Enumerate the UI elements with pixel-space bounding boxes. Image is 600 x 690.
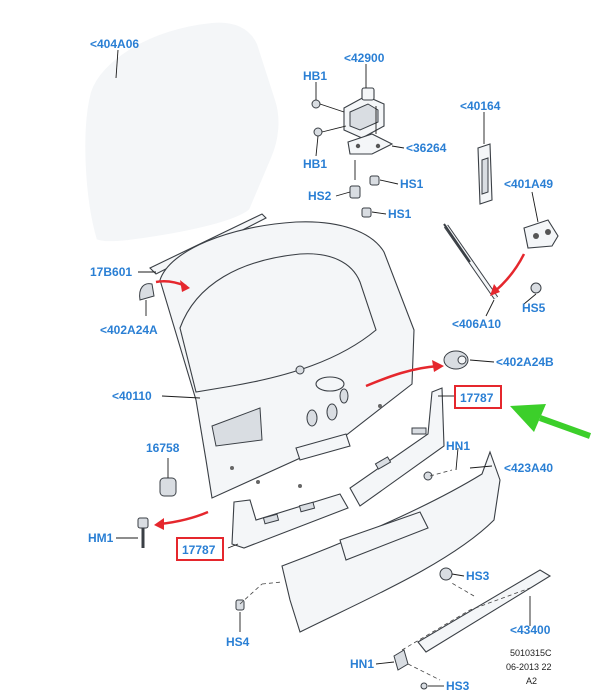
label-17787-right: 17787: [460, 391, 494, 405]
label-hs3-upper: HS3: [466, 569, 490, 583]
trim-panel-right: [349, 387, 445, 507]
weatherstrip-seal: [83, 20, 281, 244]
label-404A06: <404A06: [90, 37, 139, 51]
fastener-hn1-lower: [393, 649, 409, 671]
leader-lines: [115, 49, 539, 687]
drawing-stamp: 5010315C 06-2013 22 A2: [506, 648, 552, 686]
label-hs1-lower: HS1: [388, 207, 412, 221]
label-43400: <43400: [510, 623, 551, 637]
label-hm1: HM1: [88, 531, 114, 545]
fastener-hs2: [349, 160, 361, 199]
red-arrow-strut: [493, 253, 526, 293]
stamp-date: 06-2013 22: [506, 662, 552, 672]
highlight-box-17787-right: [454, 385, 502, 409]
outer-spoiler-panel: [281, 450, 501, 633]
fastener-hs1-lower: [361, 207, 372, 218]
label-17B601: 17B601: [90, 265, 132, 279]
label-hs3-lower: HS3: [446, 679, 470, 690]
screw-hm1: [137, 517, 149, 548]
ball-stud-bracket: [523, 219, 559, 249]
label-16758: 16758: [146, 441, 180, 455]
label-402A24A: <402A24A: [100, 323, 158, 337]
red-arrowheads: [154, 280, 500, 530]
label-401A49: <401A49: [504, 177, 553, 191]
label-36264: <36264: [406, 141, 447, 155]
lower-applique: [417, 569, 552, 653]
callout-labels: <404A06 <42900 HB1 HB1 <36264 HS2 HS1 HS…: [88, 37, 554, 690]
highlight-box-17787-left: [176, 537, 224, 561]
label-hs4: HS4: [226, 635, 250, 649]
label-40164: <40164: [460, 99, 501, 113]
gas-strut-bracket: [477, 143, 493, 205]
label-hs1-upper: HS1: [400, 177, 424, 191]
label-406A10: <406A10: [452, 317, 501, 331]
label-hs2: HS2: [308, 189, 332, 203]
stamp-code: 5010315C: [510, 648, 552, 658]
stamp-sheet: A2: [526, 676, 537, 686]
trim-panel-left: [231, 493, 349, 549]
liftgate-panel: [159, 221, 415, 499]
gas-strut: [443, 223, 499, 300]
label-423A40: <423A40: [504, 461, 553, 475]
label-hb1-upper: HB1: [303, 69, 327, 83]
buffer-16758: [159, 477, 177, 497]
label-hb1-lower: HB1: [303, 157, 327, 171]
label-17787-left: 17787: [182, 543, 216, 557]
fastener-hs3-lower: [420, 682, 428, 690]
red-arrow-hm1: [159, 510, 209, 526]
bump-stop-a: [139, 283, 155, 301]
label-40110: <40110: [112, 389, 152, 403]
label-42900: <42900: [344, 51, 385, 65]
bump-stop-b: [443, 350, 469, 370]
label-hs5: HS5: [522, 301, 546, 315]
fastener-hs1-upper: [369, 175, 380, 186]
fastener-hs5: [530, 282, 542, 294]
assembly-lines: [239, 469, 531, 681]
label-hn1-upper: HN1: [446, 439, 470, 453]
label-402A24B: <402A24B: [496, 355, 554, 369]
red-arrow-bumpstop: [365, 364, 439, 388]
fastener-hn1-upper: [423, 471, 433, 481]
fastener-hs3-upper: [439, 567, 453, 581]
green-arrow: [510, 404, 592, 439]
liftgate-hinge: [343, 87, 394, 155]
bolt-hb1-upper: [311, 99, 345, 113]
bolt-hb1-lower: [313, 125, 347, 137]
label-hn1-lower: HN1: [350, 657, 374, 671]
